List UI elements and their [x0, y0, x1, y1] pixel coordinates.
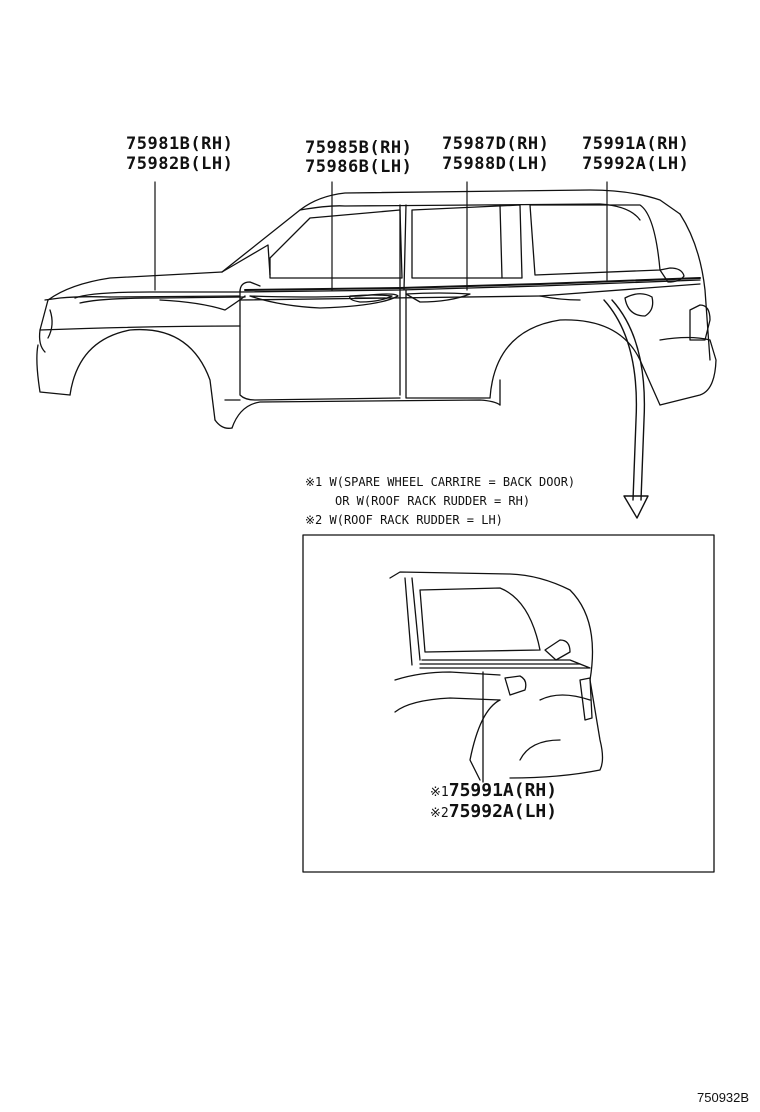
vehicle-side-view [36, 189, 717, 429]
diagram-code: 750932B [697, 1090, 750, 1105]
callout-4-rh: 75991A(RH) [582, 134, 690, 154]
detail-part-2: 75992A(LH) [448, 801, 558, 822]
note-mark-1: ※1 [430, 785, 449, 800]
callout-1-rh: 75981B(RH) [126, 134, 234, 154]
note-mark-2: ※2 [430, 806, 449, 821]
callout-2-rh: 75985B(RH) [305, 138, 413, 158]
note-3: ※2 W(ROOF RACK RUDDER = LH) [305, 513, 503, 527]
leader-lines [154, 181, 608, 291]
detail-part-1: 75991A(RH) [448, 780, 558, 801]
callout-3-lh: 75988D(LH) [442, 154, 550, 174]
callout-1-lh: 75982B(LH) [126, 154, 234, 174]
callout-3-rh: 75987D(RH) [442, 134, 550, 154]
detail-part-lh: ※275992A(LH) [430, 801, 557, 825]
detail-part-rh: ※175991A(RH) [430, 780, 557, 804]
detail-arrow [603, 299, 649, 519]
callout-2-lh: 75986B(LH) [305, 157, 413, 177]
detail-vehicle-view [389, 571, 604, 783]
detail-box [302, 534, 715, 873]
note-1: ※1 W(SPARE WHEEL CARRIRE = BACK DOOR) [305, 475, 576, 489]
note-2: OR W(ROOF RACK RUDDER = RH) [335, 494, 531, 508]
callout-4-lh: 75992A(LH) [582, 154, 690, 174]
